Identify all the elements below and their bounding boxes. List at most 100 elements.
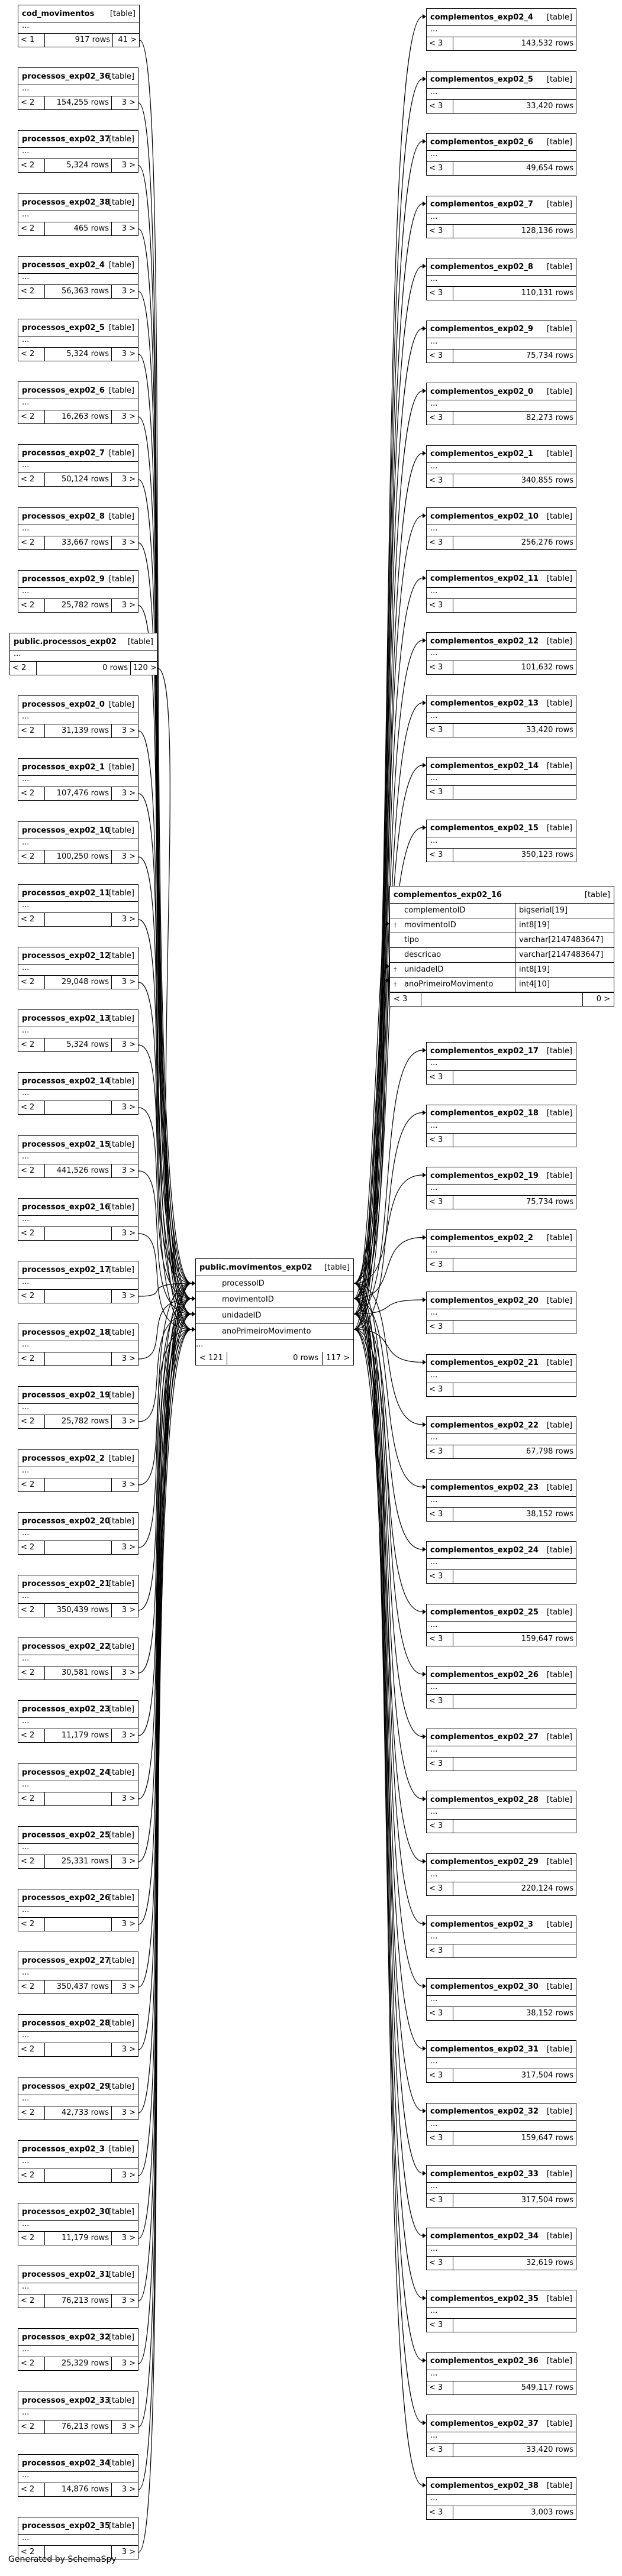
parents-count[interactable]: < 2 (18, 2106, 45, 2119)
parents-count[interactable]: < 3 (427, 786, 453, 799)
children-count[interactable]: 3 > (121, 1166, 136, 1175)
parents-count[interactable]: < 3 (427, 349, 453, 363)
parents-count[interactable]: < 2 (18, 473, 45, 486)
parents-count[interactable]: < 2 (18, 1918, 45, 1931)
parents-count[interactable]: < 2 (18, 1666, 45, 1679)
parents-count[interactable]: < 3 (427, 1632, 453, 1646)
children-count[interactable]: 3 > (121, 475, 136, 484)
parents-count[interactable]: < 2 (18, 1792, 45, 1805)
parents-count[interactable]: < 2 (18, 1227, 45, 1240)
parents-count[interactable]: < 3 (427, 1321, 453, 1334)
parents-count[interactable]: < 2 (18, 1855, 45, 1868)
parents-count[interactable]: < 3 (427, 661, 453, 674)
parents-count[interactable]: < 2 (18, 2169, 45, 2182)
parents-count[interactable]: < 3 (427, 848, 453, 862)
parents-count[interactable]: < 2 (18, 159, 45, 172)
parents-count[interactable]: < 3 (427, 598, 453, 612)
children-count[interactable]: 3 > (121, 1543, 136, 1552)
parents-count[interactable]: < 2 (18, 2357, 45, 2370)
parents-count[interactable]: < 3 (427, 1695, 453, 1708)
children-count[interactable]: 3 > (121, 1982, 136, 1991)
children-count[interactable]: 0 > (596, 995, 610, 1004)
parents-count[interactable]: < 3 (427, 1507, 453, 1521)
parents-count[interactable]: < 2 (18, 2295, 45, 2308)
parents-count[interactable]: < 2 (18, 724, 45, 737)
parents-count[interactable]: < 3 (427, 2381, 453, 2394)
parents-count[interactable]: < 2 (18, 1415, 45, 1428)
parents-count[interactable]: < 3 (427, 1383, 453, 1396)
children-count[interactable]: 3 > (121, 601, 136, 610)
table-public-movimentos-exp02[interactable]: public.movimentos_exp02 [table] processo… (195, 1258, 354, 1365)
parents-count[interactable]: < 2 (18, 1980, 45, 1994)
parents-count[interactable]: < 2 (18, 2043, 45, 2056)
children-count[interactable]: 3 > (121, 538, 136, 547)
children-count[interactable]: 3 > (121, 2108, 136, 2117)
children-count[interactable]: 3 > (121, 1731, 136, 1740)
children-count[interactable]: 3 > (121, 1229, 136, 1238)
parents-count[interactable]: < 3 (427, 2194, 453, 2207)
parents-count[interactable]: < 3 (427, 412, 453, 425)
parents-count[interactable]: < 2 (18, 2483, 45, 2496)
children-count[interactable]: 3 > (121, 789, 136, 798)
children-count[interactable]: 41 > (118, 35, 137, 44)
parents-count[interactable]: < 3 (427, 1258, 453, 1271)
children-count[interactable]: 3 > (121, 2548, 136, 2556)
parents-count[interactable]: < 2 (18, 285, 45, 298)
parents-count[interactable]: < 2 (18, 787, 45, 800)
parents-count[interactable]: < 3 (427, 1445, 453, 1458)
children-count[interactable]: 3 > (121, 915, 136, 924)
parents-count[interactable]: < 2 (18, 410, 45, 423)
children-count[interactable]: 3 > (121, 2296, 136, 2305)
parents-count[interactable]: < 3 (427, 2069, 453, 2082)
parents-count[interactable]: < 2 (18, 976, 45, 989)
table-complementos-exp02-24[interactable]: complementos_exp02_24[table]...< 3 (426, 1541, 576, 1584)
parents-count[interactable]: < 3 (427, 1133, 453, 1147)
children-count[interactable]: 3 > (121, 287, 136, 296)
children-count[interactable]: 3 > (121, 1794, 136, 1803)
children-count[interactable]: 3 > (121, 852, 136, 861)
parents-count[interactable]: < 3 (427, 2131, 453, 2145)
table-complementos-exp02-3[interactable]: complementos_exp02_3[table]...< 3 (426, 1915, 576, 1958)
parents-count[interactable]: < 3 (427, 287, 453, 300)
children-count[interactable]: 117 > (326, 1354, 350, 1363)
parents-count[interactable]: < 2 (18, 1164, 45, 1177)
parents-count[interactable]: < 3 (427, 723, 453, 737)
parents-count[interactable]: < 2 (18, 1729, 45, 1742)
parents-count[interactable]: < 2 (18, 96, 45, 109)
table-complementos-exp02-20[interactable]: complementos_exp02_20[table]...< 3 (426, 1292, 576, 1334)
children-count[interactable]: 3 > (121, 1103, 136, 1112)
children-count[interactable]: 3 > (121, 1668, 136, 1677)
